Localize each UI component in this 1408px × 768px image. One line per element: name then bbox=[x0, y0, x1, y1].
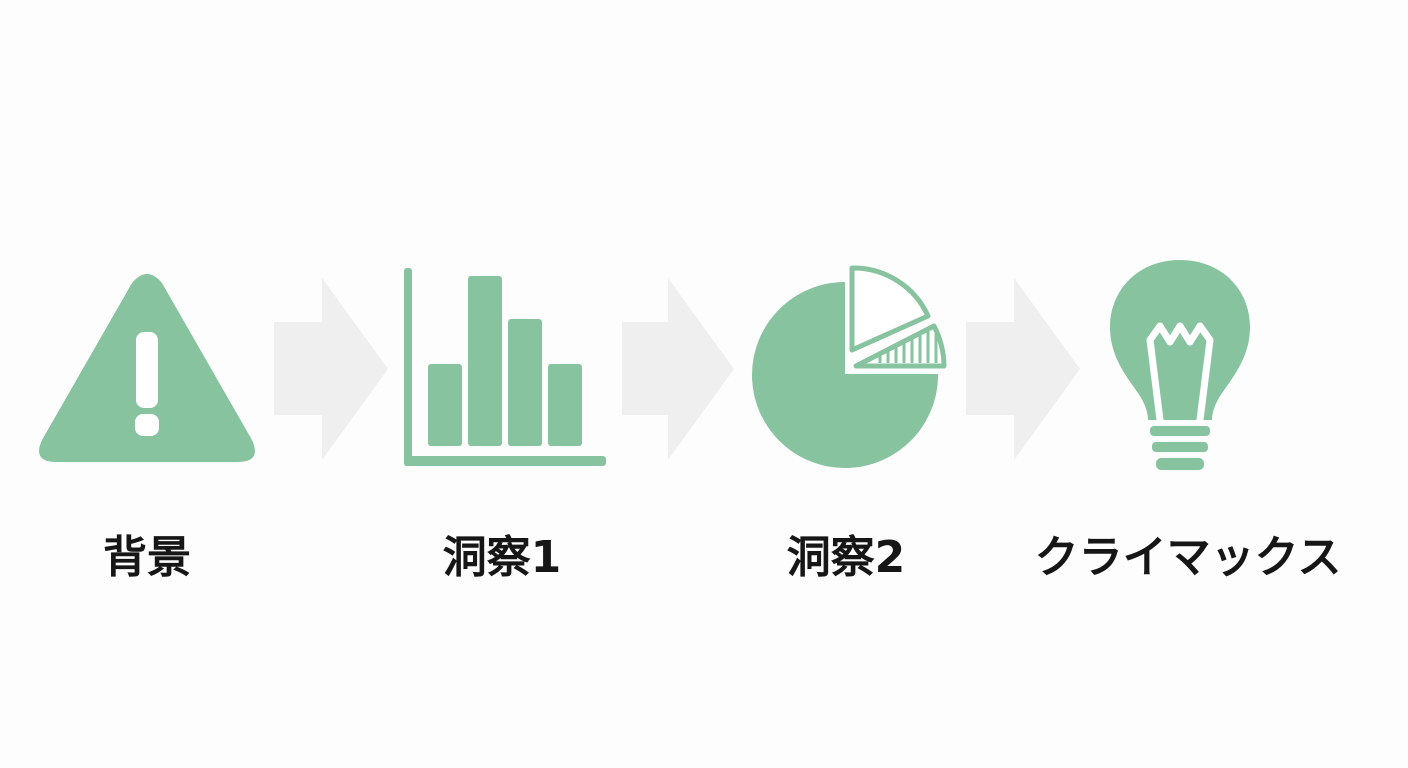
step-background: 背景 bbox=[39, 274, 255, 583]
step-label: 背景 bbox=[103, 532, 191, 583]
step-label: 洞察2 bbox=[787, 532, 906, 583]
bar-chart-icon bbox=[404, 268, 606, 466]
step-label: 洞察1 bbox=[443, 532, 562, 583]
step-insight-2: 洞察2 bbox=[752, 265, 947, 583]
step-insight-1: 洞察1 bbox=[404, 268, 606, 583]
arrow-right-icon bbox=[966, 278, 1080, 460]
arrow-right-icon bbox=[622, 278, 734, 460]
lightbulb-icon bbox=[1110, 260, 1250, 470]
pie-chart-icon bbox=[752, 265, 947, 468]
warning-triangle-icon bbox=[39, 274, 255, 462]
step-climax: クライマックス bbox=[1035, 260, 1342, 583]
step-label: クライマックス bbox=[1035, 532, 1342, 583]
arrow-right-icon bbox=[274, 278, 388, 460]
